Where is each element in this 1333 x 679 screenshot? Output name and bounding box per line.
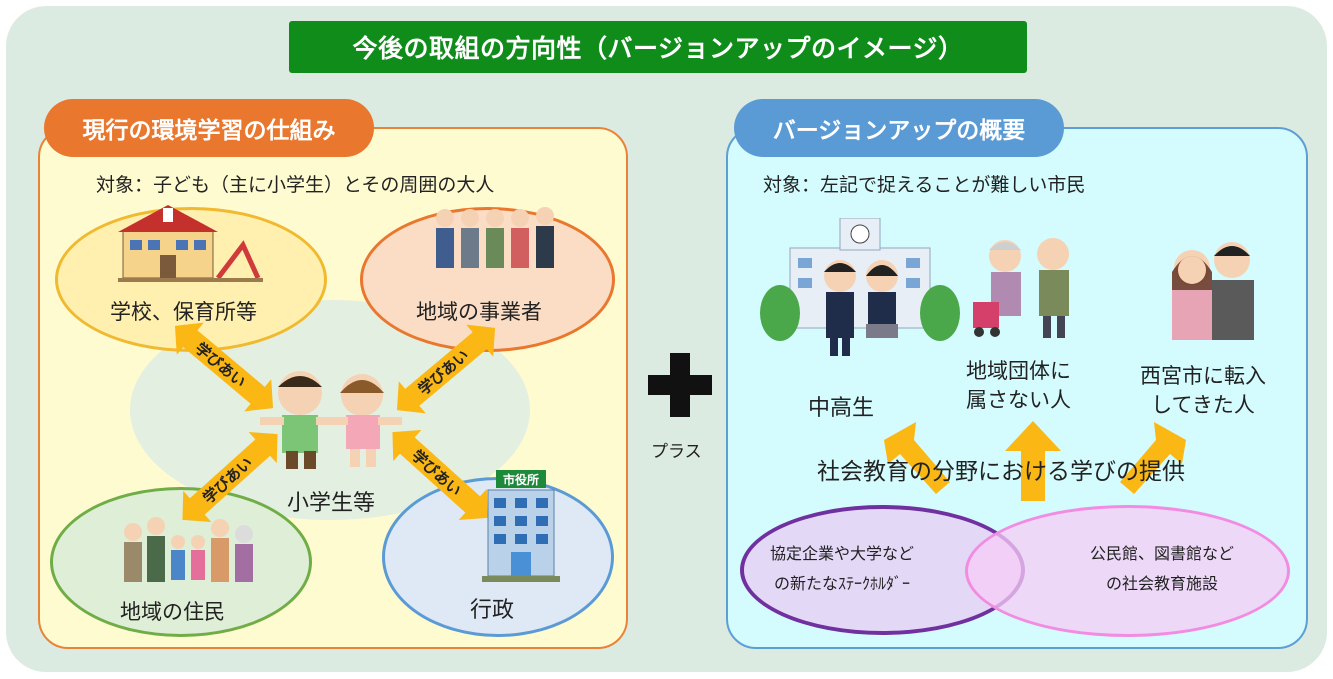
venn-right-text: 公民館、図書館など の社会教育施設 — [1090, 539, 1234, 599]
double-arrow-icon — [182, 431, 278, 523]
arrow-residents-child: 学びあい — [168, 419, 291, 536]
venn-left-text: 協定企業や大学など の新たなｽﾃｰｸﾎﾙﾀﾞｰ — [770, 539, 914, 599]
arrow-government-child: 学びあい — [378, 417, 501, 534]
double-arrow-icon — [174, 322, 274, 412]
unaffiliated-line2: 属さない人 — [966, 388, 1071, 412]
business-label: 地域の事業者 — [416, 300, 542, 324]
newcomers-line1: 西宮市に転入 — [1140, 364, 1266, 388]
double-arrow-icon — [396, 324, 496, 414]
students-label: 中高生 — [808, 396, 875, 421]
business-people-icon — [436, 207, 554, 268]
center-label: 小学生等 — [287, 491, 376, 516]
school-building-icon — [118, 205, 263, 282]
students-icon — [760, 218, 960, 356]
arrow-up-right-icon — [1120, 422, 1186, 494]
plus-label: プラス — [651, 442, 702, 462]
banner-title: 今後の取組の方向性（バージョンアップのイメージ） — [289, 21, 1027, 73]
city-hall-sign: 市役所 — [503, 472, 539, 487]
residents-label: 地域の住民 — [120, 600, 225, 624]
newcomers-line2: してきた人 — [1151, 393, 1255, 417]
school-label: 学校、保育所等 — [110, 300, 257, 324]
venn-left-line2: の新たなｽﾃｰｸﾎﾙﾀﾞｰ — [774, 574, 911, 593]
double-arrow-icon — [392, 429, 488, 521]
plus-icon — [648, 353, 712, 417]
residents-family-icon — [124, 517, 253, 582]
right-panel-target: 対象：左記で捉えることが難しい市民 — [763, 174, 1086, 196]
newcomers-label: 西宮市に転入 してきた人 — [1140, 362, 1266, 420]
unaffiliated-label: 地域団体に 属さない人 — [966, 357, 1071, 415]
provision-text: 社会教育の分野における学びの提供 — [817, 459, 1185, 485]
elderly-people-icon — [973, 238, 1069, 338]
arrow-up-left-icon — [884, 422, 950, 494]
arrow-business-child: 学びあい — [383, 312, 508, 426]
arrow-up-icon — [1005, 421, 1061, 501]
unaffiliated-line1: 地域団体に — [966, 359, 1071, 383]
right-panel-title: バージョンアップの概要 — [734, 99, 1064, 157]
venn-right-line2: の社会教育施設 — [1106, 574, 1219, 593]
children-icon — [260, 371, 402, 469]
venn-right-line1: 公民館、図書館など — [1090, 544, 1235, 563]
government-label: 行政 — [470, 598, 515, 623]
left-panel-title: 現行の環境学習の仕組み — [44, 99, 374, 157]
arrow-school-child: 学びあい — [161, 310, 286, 424]
venn-right-ellipse — [965, 505, 1290, 637]
couple-icon — [1172, 242, 1254, 340]
city-hall-icon: 市役所 — [482, 470, 560, 582]
venn-left-line1: 協定企業や大学など — [770, 544, 915, 563]
left-panel-target: 対象：子ども（主に小学生）とその周囲の大人 — [96, 174, 495, 196]
